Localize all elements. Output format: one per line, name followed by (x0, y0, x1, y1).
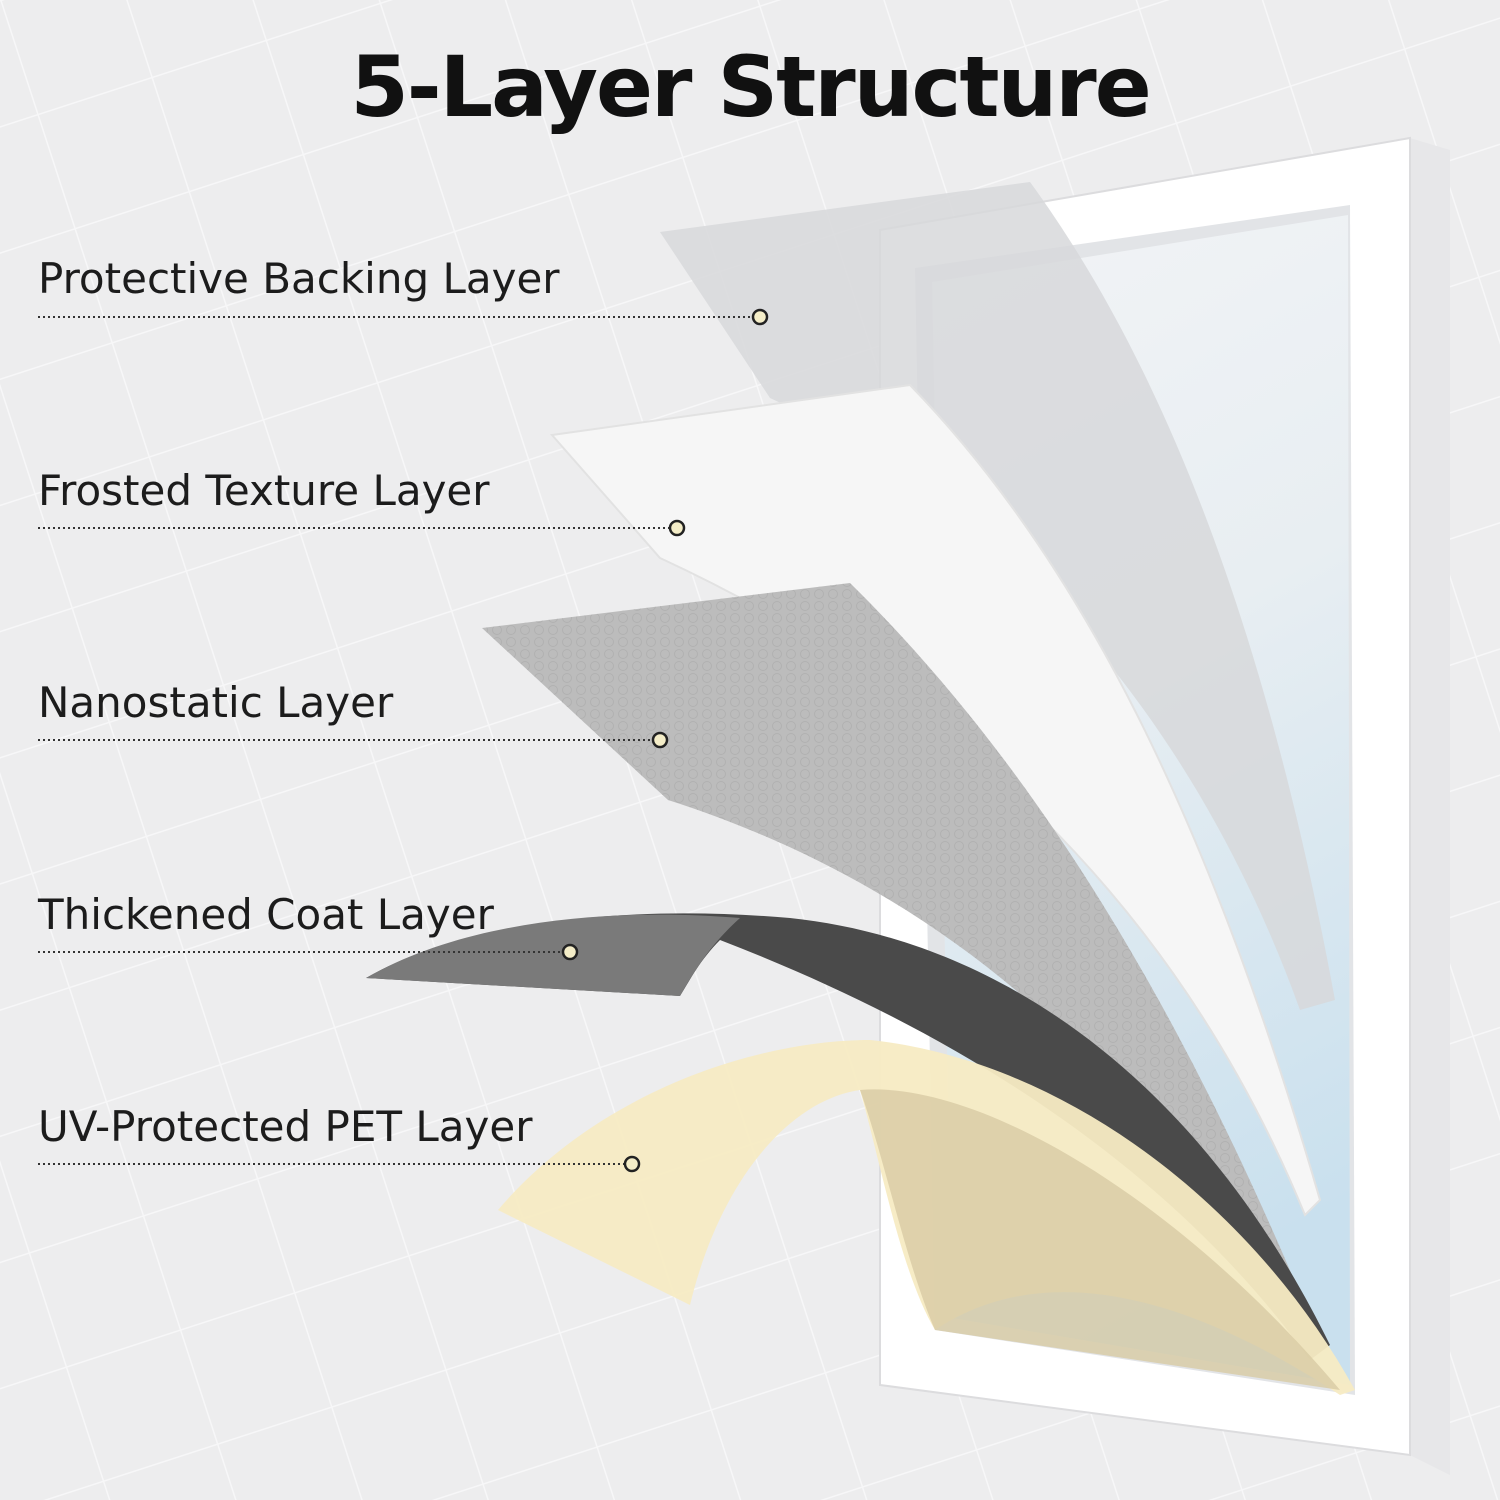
leader-nanostatic (38, 731, 669, 749)
marker-dot (751, 308, 769, 326)
layer-label-frosted-texture: Frosted Texture Layer (38, 466, 490, 515)
layer-label-protective-backing: Protective Backing Layer (38, 254, 560, 303)
marker-dot (623, 1155, 641, 1173)
layer-label-uv-pet: UV-Protected PET Layer (38, 1102, 533, 1151)
leader-thickened-coat (38, 943, 579, 961)
leader-uv-pet (38, 1155, 641, 1173)
layer-label-thickened-coat: Thickened Coat Layer (38, 890, 494, 939)
layer-shape-protective-backing (660, 182, 1335, 1010)
leader-protective-backing (38, 308, 769, 326)
marker-dot (561, 943, 579, 961)
marker-dot (668, 519, 686, 537)
leader-frosted-texture (38, 519, 686, 537)
layer-label-nanostatic: Nanostatic Layer (38, 678, 394, 727)
marker-dot (651, 731, 669, 749)
page-title: 5-Layer Structure (350, 38, 1151, 136)
